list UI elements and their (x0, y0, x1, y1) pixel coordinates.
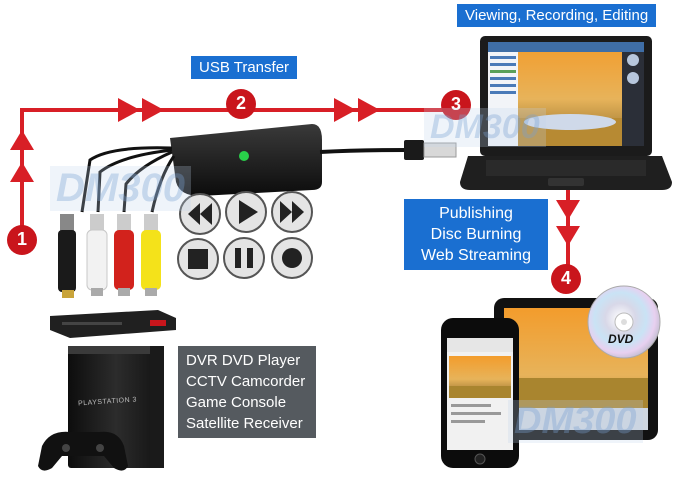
rewind-icon (179, 193, 221, 235)
step-3-number: 3 (450, 94, 461, 114)
fast-forward-icon (271, 191, 313, 233)
publishing-label-box: Publishing Disc Burning Web Streaming (404, 199, 548, 270)
devices-label-box: DVR DVD Player CCTV Camcorder Game Conso… (178, 346, 316, 438)
usb-transfer-label: USB Transfer (191, 56, 298, 79)
publishing-line-3: Web Streaming (421, 247, 531, 264)
laptop-image (460, 36, 672, 190)
game-controller-image (38, 431, 128, 471)
dvd-logo-text: DVD (608, 332, 634, 346)
stop-icon (177, 238, 219, 280)
watermark-bottom-right: DM300 (508, 400, 643, 443)
step-4-number: 4 (560, 268, 571, 288)
dvd-player-image (50, 310, 176, 338)
step-2-number: 2 (235, 93, 246, 113)
av-connectors (58, 214, 161, 298)
publishing-line-1: Publishing (439, 205, 513, 222)
flow-arrowheads (10, 98, 580, 246)
viewing-recording-editing-label: Viewing, Recording, Editing (457, 4, 657, 27)
step-1-badge (7, 225, 37, 255)
watermark-center: DM300 (424, 108, 546, 147)
phone-image (441, 318, 519, 468)
usb-capture-device (80, 124, 457, 213)
watermark-left: DM300 (50, 166, 191, 211)
dvd-disc-image (587, 285, 661, 359)
step-1-number: 1 (16, 229, 27, 249)
devices-line-3: Game Console (186, 394, 287, 411)
devices-line-1: DVR DVD Player (186, 352, 301, 369)
publishing-line-2: Disc Burning (430, 226, 522, 243)
step-4-badge (551, 264, 581, 294)
step-3-badge (441, 90, 471, 120)
pause-icon (223, 237, 265, 279)
devices-line-2: CCTV Camcorder (186, 373, 306, 390)
record-icon (271, 237, 313, 279)
step-2-badge (226, 89, 256, 119)
devices-line-4: Satellite Receiver (186, 415, 303, 432)
play-icon (225, 191, 267, 233)
